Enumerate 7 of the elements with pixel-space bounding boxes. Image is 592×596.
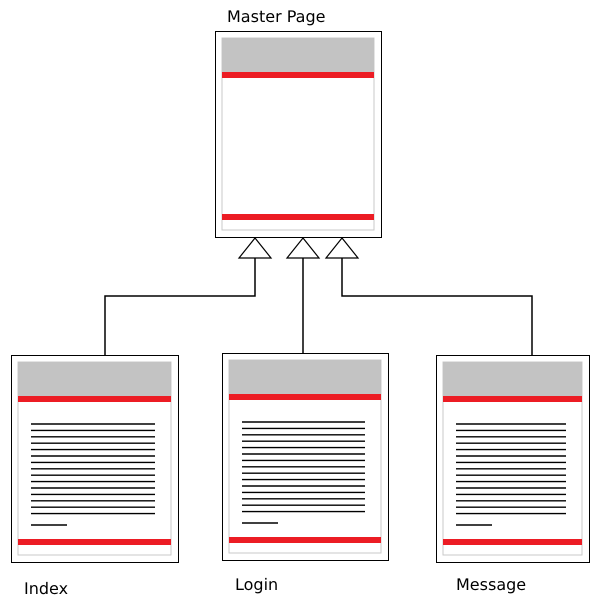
page-title: Index xyxy=(24,579,68,596)
inheritance-arrow xyxy=(325,237,533,355)
page-title: Message xyxy=(456,575,526,594)
page-title: Login xyxy=(235,575,278,594)
inheritance-arrow xyxy=(286,237,320,353)
inheritance-arrow xyxy=(104,237,272,355)
page-title: Master Page xyxy=(227,7,326,26)
